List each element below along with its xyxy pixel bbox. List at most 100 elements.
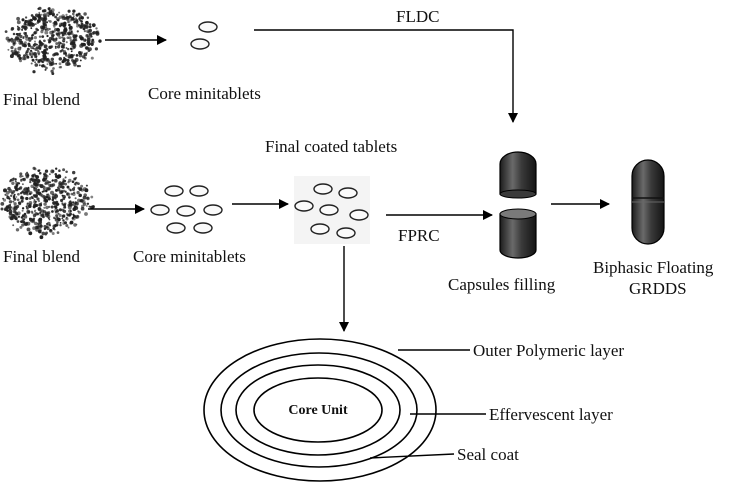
powder-granule: [25, 23, 28, 26]
powder-granule: [20, 199, 24, 203]
powder-granule: [28, 39, 31, 42]
powder-granule: [74, 201, 79, 206]
powder-granule: [65, 170, 68, 174]
powder-granule: [80, 184, 84, 188]
callout-seal-coat: [369, 453, 455, 459]
powder-granule: [36, 225, 39, 228]
powder-granule: [39, 42, 44, 46]
powder-granule: [30, 62, 33, 65]
powder-granule: [72, 38, 76, 42]
powder-granule: [47, 197, 51, 201]
powder-granule: [47, 14, 50, 17]
powder-granule: [76, 30, 79, 33]
powder-granule: [43, 224, 47, 228]
powder-granule: [23, 43, 27, 48]
powder-granule: [80, 22, 84, 26]
powder-granule: [78, 64, 81, 68]
powder-granule: [25, 196, 29, 201]
powder-granule: [55, 214, 59, 218]
powder-granule: [44, 211, 49, 216]
powder-granule: [55, 62, 58, 65]
fldc-label: FLDC: [396, 7, 439, 26]
powder-granule: [42, 215, 45, 219]
powder-granule: [58, 57, 63, 61]
powder-granule: [61, 194, 64, 197]
powder-granule: [36, 21, 40, 24]
powder-granule: [52, 193, 55, 196]
powder-granule: [62, 37, 66, 40]
final-blend-top-powder: [4, 6, 102, 76]
powder-granule: [63, 203, 66, 207]
powder-granule: [94, 47, 98, 51]
powder-granule: [18, 40, 23, 45]
powder-granule: [74, 57, 79, 62]
powder-granule: [43, 202, 47, 206]
powder-granule: [34, 23, 37, 26]
powder-granule: [38, 192, 43, 197]
powder-granule: [47, 193, 50, 196]
powder-granule: [24, 222, 28, 226]
powder-granule: [38, 44, 41, 48]
powder-granule: [61, 16, 66, 20]
powder-granule: [67, 20, 70, 24]
powder-granule: [28, 204, 32, 209]
minitablet: [190, 38, 210, 50]
powder-granule: [40, 209, 45, 213]
powder-granule: [14, 52, 19, 56]
powder-granule: [37, 199, 41, 203]
powder-granule: [85, 184, 88, 187]
powder-granule: [42, 195, 46, 199]
biphasic-floating-label: Biphasic Floating: [593, 258, 714, 277]
powder-granule: [61, 60, 64, 64]
powder-granule: [3, 208, 7, 211]
powder-granule: [59, 221, 62, 224]
powder-granule: [48, 9, 53, 14]
powder-granule: [12, 196, 16, 199]
powder-granule: [52, 24, 55, 27]
powder-granule: [31, 219, 36, 224]
powder-granule: [34, 13, 39, 18]
powder-granule: [3, 188, 7, 193]
powder-granule: [12, 209, 17, 214]
powder-granule: [0, 207, 4, 211]
powder-granule: [50, 57, 55, 62]
powder-granule: [4, 30, 8, 33]
powder-granule: [86, 41, 89, 45]
powder-granule: [39, 210, 42, 213]
powder-granule: [62, 50, 67, 54]
powder-granule: [19, 59, 22, 63]
minitablet: [176, 205, 196, 217]
powder-granule: [36, 28, 40, 32]
final-blend-bottom-powder: [0, 166, 95, 240]
coated-minitablet: [349, 209, 369, 221]
powder-granule: [26, 192, 29, 196]
powder-granule: [62, 219, 65, 222]
powder-granule: [36, 181, 39, 185]
powder-granule: [66, 58, 70, 63]
powder-granule: [31, 197, 34, 200]
powder-granule: [42, 22, 45, 25]
powder-granule: [61, 217, 64, 220]
powder-granule: [88, 25, 92, 29]
powder-granule: [22, 36, 25, 38]
powder-granule: [21, 223, 25, 227]
powder-granule: [86, 202, 90, 205]
powder-granule: [32, 47, 35, 50]
powder-granule: [33, 36, 38, 40]
powder-granule: [72, 18, 75, 21]
powder-granule: [35, 227, 40, 232]
powder-granule: [70, 192, 74, 196]
powder-granule: [13, 205, 17, 209]
powder-granule: [43, 57, 47, 62]
arrow-fldc-to-capsule: [254, 29, 518, 123]
powder-granule: [70, 50, 73, 53]
powder-granule: [43, 46, 47, 49]
powder-granule: [63, 205, 67, 209]
powder-granule: [74, 197, 77, 200]
powder-granule: [7, 204, 12, 208]
powder-granule: [38, 11, 41, 14]
powder-granule: [83, 29, 87, 33]
powder-granule: [56, 220, 59, 224]
powder-granule: [72, 170, 76, 175]
powder-granule: [65, 47, 68, 49]
